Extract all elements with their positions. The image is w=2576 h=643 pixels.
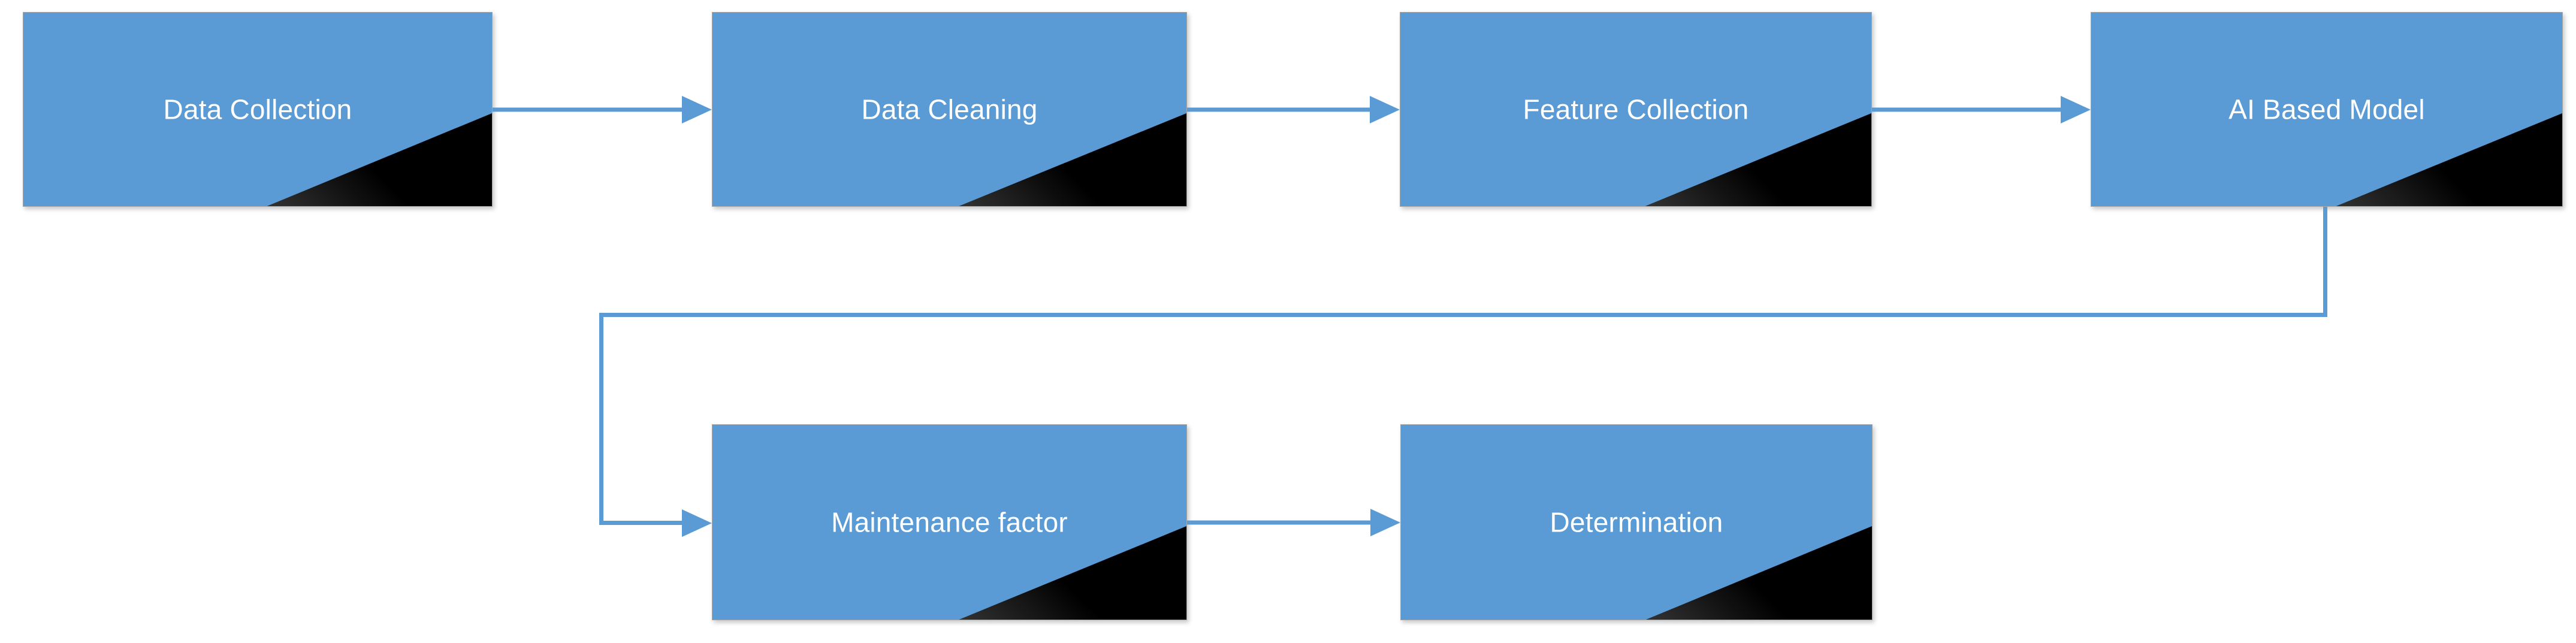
- node-label: Data Cleaning: [861, 93, 1038, 125]
- process-node-ai-based-model[interactable]: AI Based Model: [2091, 12, 2563, 207]
- connector-line: [1187, 520, 1370, 525]
- connector-segment-vertical-right: [2323, 207, 2327, 317]
- process-node-data-cleaning[interactable]: Data Cleaning: [712, 12, 1187, 207]
- node-label: Feature Collection: [1523, 93, 1749, 125]
- connector-segment-horizontal-bottom: [599, 521, 682, 525]
- connector-line: [1187, 107, 1370, 112]
- process-node-feature-collection[interactable]: Feature Collection: [1400, 12, 1872, 207]
- arrowhead-icon: [2061, 96, 2091, 123]
- process-node-data-collection[interactable]: Data Collection: [23, 12, 493, 207]
- node-label: Data Collection: [163, 93, 352, 125]
- node-label: Determination: [1550, 506, 1723, 538]
- corner-wedge-icon: [959, 113, 1186, 206]
- arrowhead-icon: [1370, 509, 1400, 536]
- corner-wedge-icon: [1645, 113, 1871, 206]
- arrowhead-icon: [682, 509, 712, 537]
- connector-segment-vertical-left: [599, 313, 603, 524]
- connector-line: [493, 107, 682, 112]
- connector-line: [1872, 107, 2061, 112]
- arrowhead-icon: [682, 96, 712, 123]
- node-label: Maintenance factor: [831, 506, 1068, 538]
- node-label: AI Based Model: [2228, 93, 2425, 125]
- corner-wedge-icon: [267, 113, 492, 206]
- arrowhead-icon: [1370, 96, 1400, 123]
- connector-segment-horizontal-top: [599, 313, 2327, 317]
- process-node-determination[interactable]: Determination: [1400, 424, 1873, 620]
- corner-wedge-icon: [2336, 113, 2562, 206]
- corner-wedge-icon: [959, 526, 1186, 620]
- corner-wedge-icon: [1645, 526, 1872, 620]
- process-node-maintenance-factor[interactable]: Maintenance factor: [712, 424, 1187, 620]
